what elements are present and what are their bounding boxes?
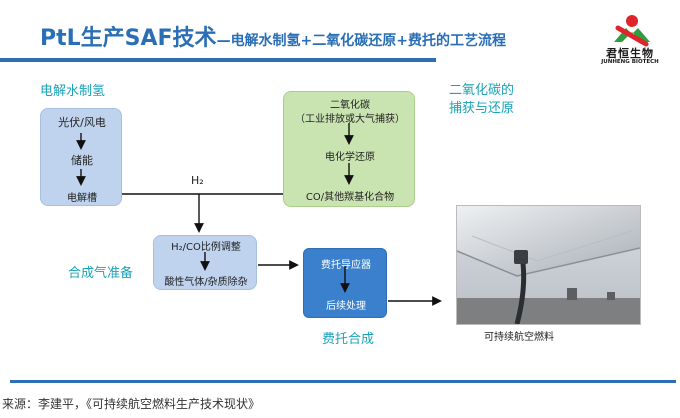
product-label: 可持续航空燃料 bbox=[484, 332, 554, 343]
logo-english: JUNHENG BIOTECH bbox=[601, 59, 659, 65]
junheng-logo-icon bbox=[614, 15, 650, 47]
page-title: PtL生产SAF技术—电解水制氢+二氧化碳还原+费托的工艺流程 bbox=[40, 20, 506, 52]
left-box-line1: 光伏/风电 bbox=[58, 116, 106, 129]
electrolysis-box: 光伏/风电 储能 电解槽 bbox=[40, 108, 122, 206]
co2-box-line2: （工业排放或大气捕获） bbox=[295, 114, 405, 125]
source-citation: 来源：李建平，《可持续航空燃料生产技术现状》 bbox=[2, 397, 261, 411]
left-box-line3: 电解槽 bbox=[67, 193, 97, 204]
co2-box-line1: 二氧化碳 bbox=[330, 100, 370, 111]
section-electrolysis: 电解水制氢 bbox=[40, 84, 106, 99]
bottom-rule bbox=[10, 380, 676, 383]
section-co2-capture-2: 捕获与还原 bbox=[449, 101, 515, 116]
left-box-line2: 储能 bbox=[71, 154, 93, 167]
title-main: PtL生产SAF技术 bbox=[40, 26, 217, 51]
logo-name: 君恒生物 bbox=[606, 47, 654, 60]
section-co2-capture-1: 二氧化碳的 bbox=[449, 83, 515, 98]
section-ft: 费托合成 bbox=[322, 332, 375, 347]
ft-box-line2: 后续处理 bbox=[326, 301, 366, 312]
airplane-wing-icon bbox=[457, 206, 640, 324]
airplane-refuel-photo bbox=[456, 205, 641, 325]
co2-reduction-box: 二氧化碳 （工业排放或大气捕获） 电化学还原 CO/其他羰基化合物 bbox=[283, 91, 415, 207]
section-syngas: 合成气准备 bbox=[68, 266, 134, 281]
co2-box-line4: CO/其他羰基化合物 bbox=[305, 192, 395, 203]
title-underline bbox=[0, 58, 436, 62]
ft-box-line1: 费托导应器 bbox=[321, 260, 371, 271]
title-sub: —电解水制氢+二氧化碳还原+费托的工艺流程 bbox=[216, 33, 507, 49]
h2co-box-line2: 酸性气体/杂质除杂 bbox=[164, 277, 248, 288]
h2-label: H₂ bbox=[191, 174, 204, 187]
co2-box-line3: 电化学还原 bbox=[325, 152, 375, 163]
h2co-box-line1: H₂/CO比例调整 bbox=[171, 242, 241, 253]
